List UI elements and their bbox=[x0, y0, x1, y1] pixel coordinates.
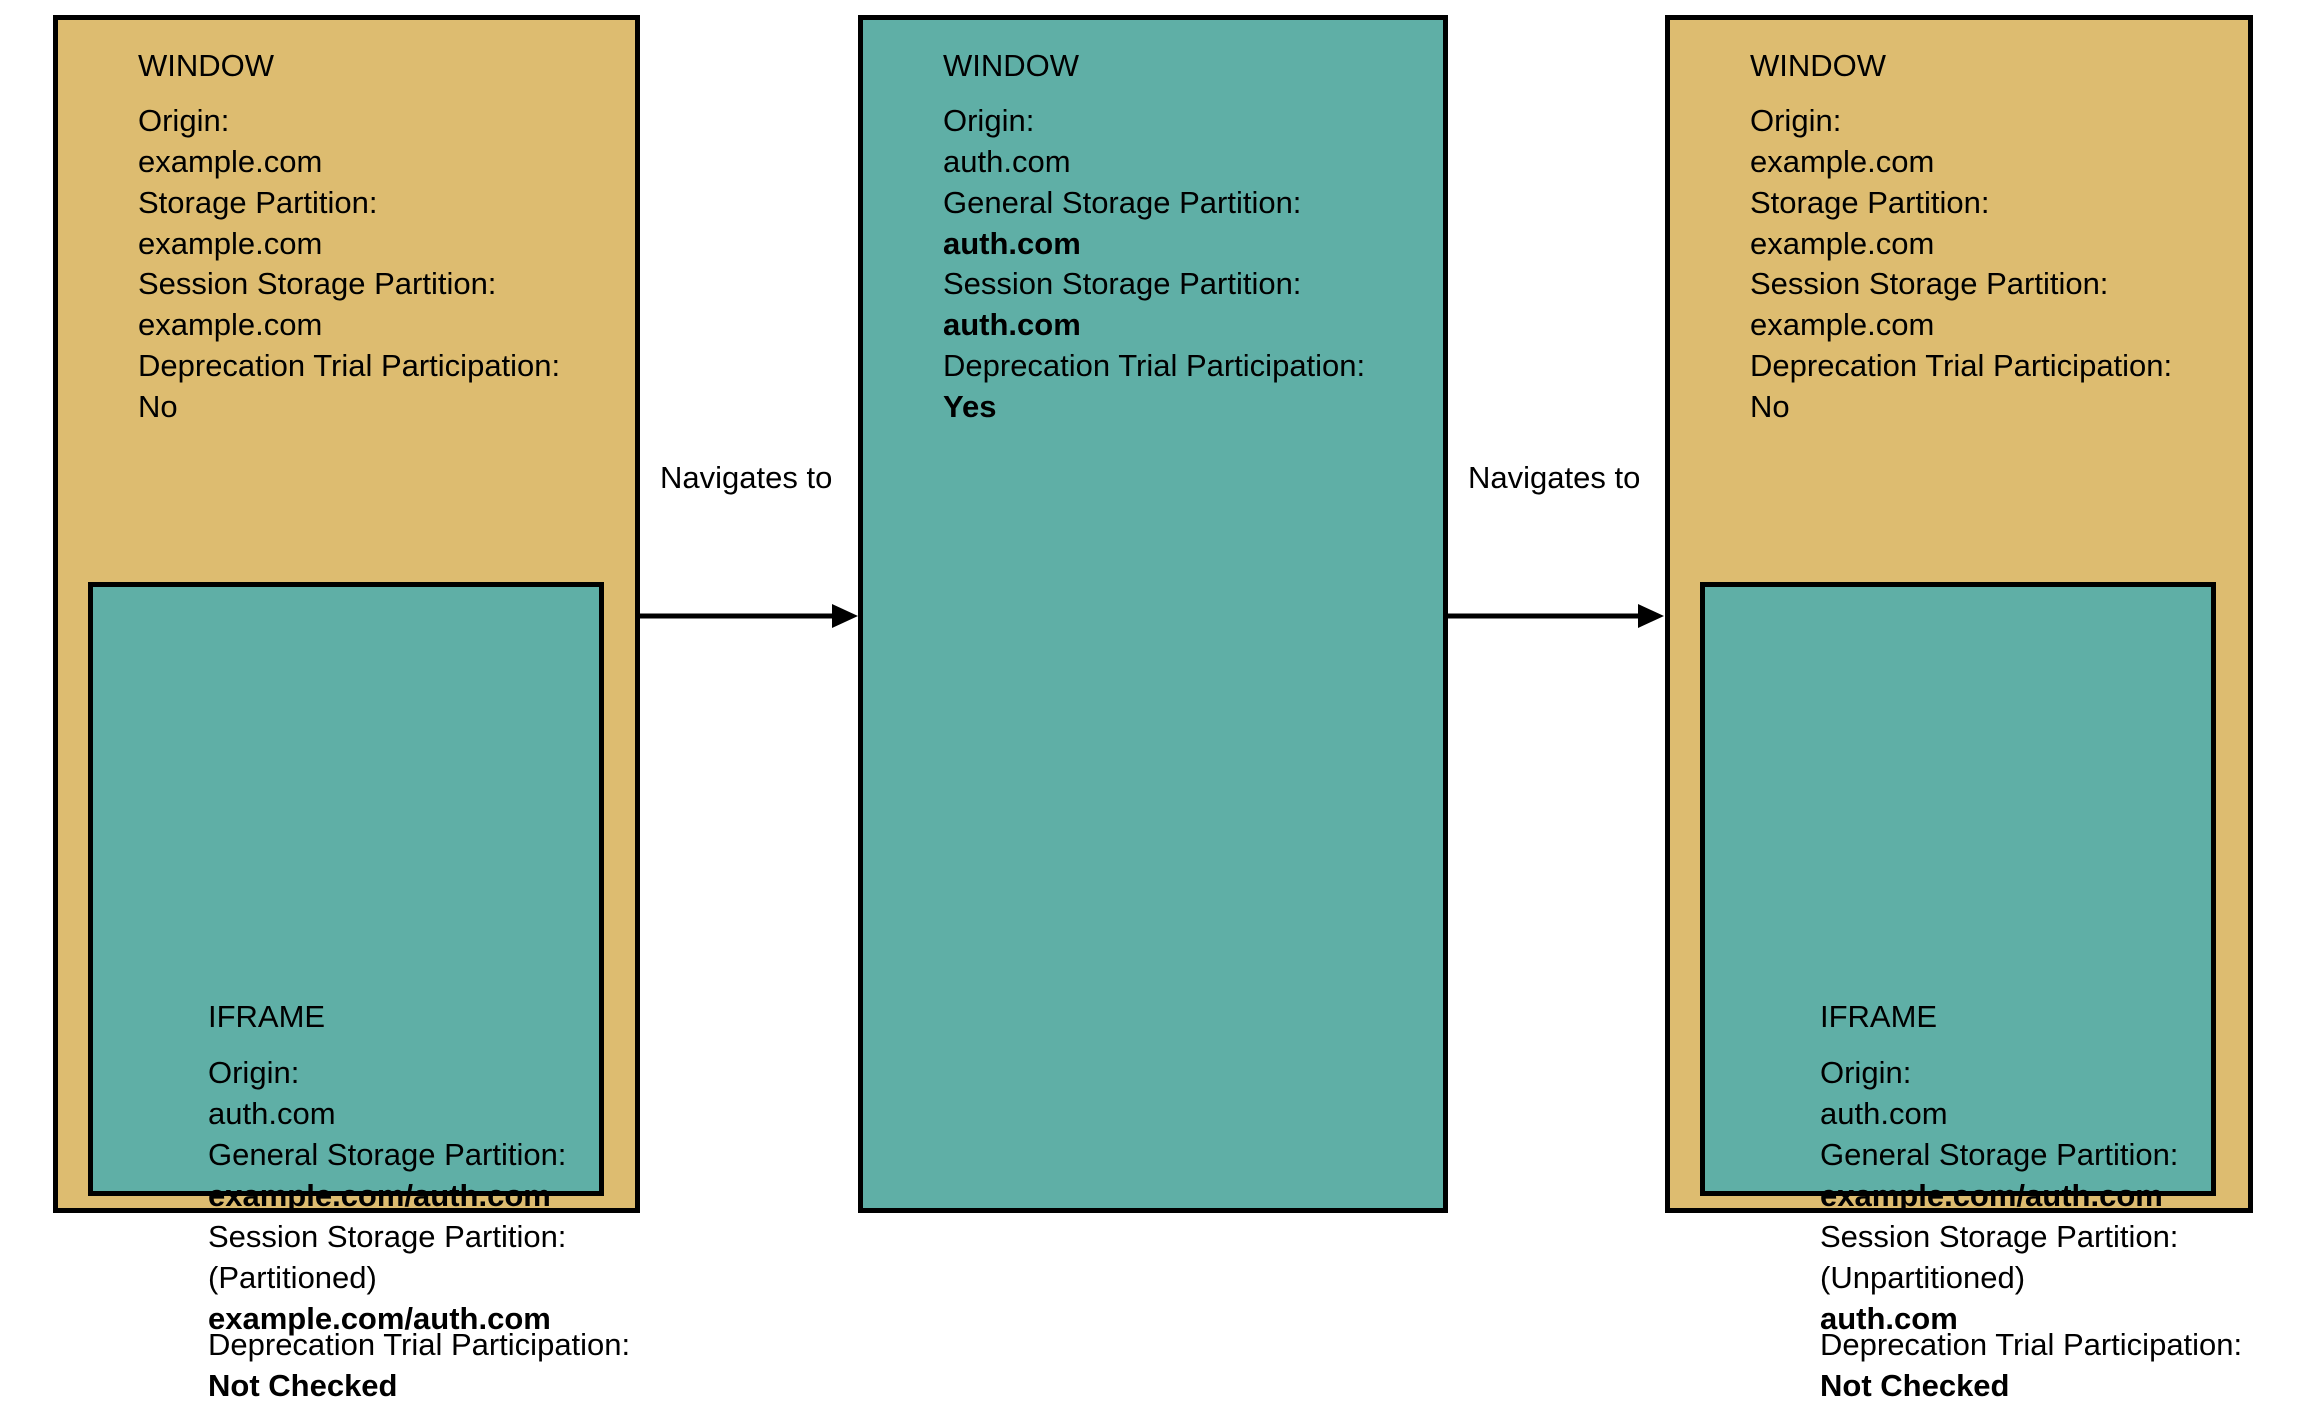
panel-3-field-session-storage-partition-label: Session Storage Partition: bbox=[1750, 266, 2109, 301]
panel-3-field-session-storage-partition-value: example.com bbox=[1750, 307, 1935, 342]
iframe-panel-1: IFRAME Origin: auth.com General Storage … bbox=[88, 582, 630, 1403]
diagram-canvas: WINDOW Origin: example.com Storage Parti… bbox=[53, 15, 2253, 1403]
iframe-1-field-session-storage-partition-sub: (Partitioned) bbox=[208, 1260, 377, 1295]
iframe-3-field-session-storage-partition-sub: (Unpartitioned) bbox=[1820, 1260, 2026, 1295]
panel-2-field-origin-label: Origin: bbox=[943, 103, 1035, 138]
arrow-2-label: Navigates to bbox=[1468, 460, 1641, 495]
iframe-1-title: IFRAME bbox=[208, 999, 326, 1034]
iframe-3-field-deprecation-trial: Deprecation Trial Participation: Not Che… bbox=[1820, 1324, 2242, 1406]
iframe-1-field-origin: Origin: auth.com bbox=[208, 1052, 336, 1134]
iframe-1-field-general-storage-partition-label: General Storage Partition: bbox=[208, 1137, 567, 1172]
navigates-to-arrow-1 bbox=[640, 604, 858, 628]
panel-2-field-deprecation-trial-label: Deprecation Trial Participation: bbox=[943, 348, 1366, 383]
iframe-1-field-origin-value: auth.com bbox=[208, 1096, 336, 1131]
panel-2-field-session-storage-partition: Session Storage Partition: auth.com bbox=[943, 263, 1301, 345]
window-panel-2: WINDOW Origin: auth.com General Storage … bbox=[858, 15, 1448, 1213]
panel-1-field-origin-label: Origin: bbox=[138, 103, 230, 138]
iframe-3-field-deprecation-trial-value: Not Checked bbox=[1820, 1368, 2010, 1403]
iframe-1-field-origin-label: Origin: bbox=[208, 1055, 300, 1090]
iframe-3-field-session-storage-partition-label: Session Storage Partition: bbox=[1820, 1219, 2179, 1254]
panel-2-field-origin: Origin: auth.com bbox=[943, 100, 1071, 182]
panel-1-field-origin-value: example.com bbox=[138, 144, 323, 179]
iframe-3-title: IFRAME bbox=[1820, 999, 1938, 1034]
panel-1-field-storage-partition-value: example.com bbox=[138, 226, 323, 261]
panel-1-field-storage-partition: Storage Partition: example.com bbox=[138, 182, 378, 264]
iframe-1-field-session-storage-partition-label: Session Storage Partition: bbox=[208, 1219, 567, 1254]
panel-1-field-deprecation-trial-value: No bbox=[138, 389, 178, 424]
panel-2-field-general-storage-partition-value: auth.com bbox=[943, 226, 1081, 261]
panel-3-field-storage-partition-value: example.com bbox=[1750, 226, 1935, 261]
panel-2-title: WINDOW bbox=[943, 48, 1080, 83]
iframe-1-field-general-storage-partition-value: example.com/auth.com bbox=[208, 1178, 551, 1213]
iframe-3-field-general-storage-partition-label: General Storage Partition: bbox=[1820, 1137, 2179, 1172]
panel-1-field-deprecation-trial-label: Deprecation Trial Participation: bbox=[138, 348, 561, 383]
panel-2-field-session-storage-partition-label: Session Storage Partition: bbox=[943, 266, 1302, 301]
panel-3-field-origin-value: example.com bbox=[1750, 144, 1935, 179]
panel-1-field-session-storage-partition-value: example.com bbox=[138, 307, 323, 342]
panel-1-title: WINDOW bbox=[138, 48, 275, 83]
panel-3-field-session-storage-partition: Session Storage Partition: example.com bbox=[1750, 263, 2108, 345]
panel-3-field-storage-partition: Storage Partition: example.com bbox=[1750, 182, 1990, 264]
panel-2-field-deprecation-trial: Deprecation Trial Participation: Yes bbox=[943, 345, 1365, 427]
panel-1-field-deprecation-trial: Deprecation Trial Participation: No bbox=[138, 345, 560, 427]
panel-3-field-deprecation-trial-label: Deprecation Trial Participation: bbox=[1750, 348, 2173, 383]
panel-2-field-general-storage-partition: General Storage Partition: auth.com bbox=[943, 182, 1301, 264]
iframe-1-field-deprecation-trial: Deprecation Trial Participation: Not Che… bbox=[208, 1324, 630, 1406]
panel-2-field-session-storage-partition-value: auth.com bbox=[943, 307, 1081, 342]
iframe-panel-3: IFRAME Origin: auth.com General Storage … bbox=[1700, 582, 2242, 1403]
iframe-3-field-general-storage-partition: General Storage Partition: example.com/a… bbox=[1820, 1134, 2178, 1216]
panel-2-field-general-storage-partition-label: General Storage Partition: bbox=[943, 185, 1302, 220]
iframe-3-field-deprecation-trial-label: Deprecation Trial Participation: bbox=[1820, 1327, 2243, 1362]
navigates-to-arrow-2 bbox=[1448, 604, 1664, 628]
panel-3-field-deprecation-trial: Deprecation Trial Participation: No bbox=[1750, 345, 2172, 427]
panel-3-title: WINDOW bbox=[1750, 48, 1887, 83]
panel-1-field-storage-partition-label: Storage Partition: bbox=[138, 185, 378, 220]
iframe-1-field-deprecation-trial-label: Deprecation Trial Participation: bbox=[208, 1327, 631, 1362]
panel-3-field-origin: Origin: example.com bbox=[1750, 100, 1934, 182]
panel-1-field-origin: Origin: example.com bbox=[138, 100, 322, 182]
panel-2-field-deprecation-trial-value: Yes bbox=[943, 389, 997, 424]
iframe-3-field-origin-label: Origin: bbox=[1820, 1055, 1912, 1090]
iframe-1-field-deprecation-trial-value: Not Checked bbox=[208, 1368, 398, 1403]
iframe-1-field-general-storage-partition: General Storage Partition: example.com/a… bbox=[208, 1134, 566, 1216]
panel-3-field-storage-partition-label: Storage Partition: bbox=[1750, 185, 1990, 220]
iframe-3-field-origin-value: auth.com bbox=[1820, 1096, 1948, 1131]
panel-2-field-origin-value: auth.com bbox=[943, 144, 1071, 179]
arrow-1-label: Navigates to bbox=[660, 460, 833, 495]
panel-1-field-session-storage-partition-label: Session Storage Partition: bbox=[138, 266, 497, 301]
panel-3-field-origin-label: Origin: bbox=[1750, 103, 1842, 138]
iframe-3-field-origin: Origin: auth.com bbox=[1820, 1052, 1948, 1134]
iframe-3-field-general-storage-partition-value: example.com/auth.com bbox=[1820, 1178, 2163, 1213]
panel-3-field-deprecation-trial-value: No bbox=[1750, 389, 1790, 424]
iframe-1-field-session-storage-partition: Session Storage Partition: (Partitioned)… bbox=[208, 1216, 566, 1339]
panel-1-field-session-storage-partition: Session Storage Partition: example.com bbox=[138, 263, 496, 345]
iframe-3-field-session-storage-partition: Session Storage Partition: (Unpartitione… bbox=[1820, 1216, 2178, 1339]
